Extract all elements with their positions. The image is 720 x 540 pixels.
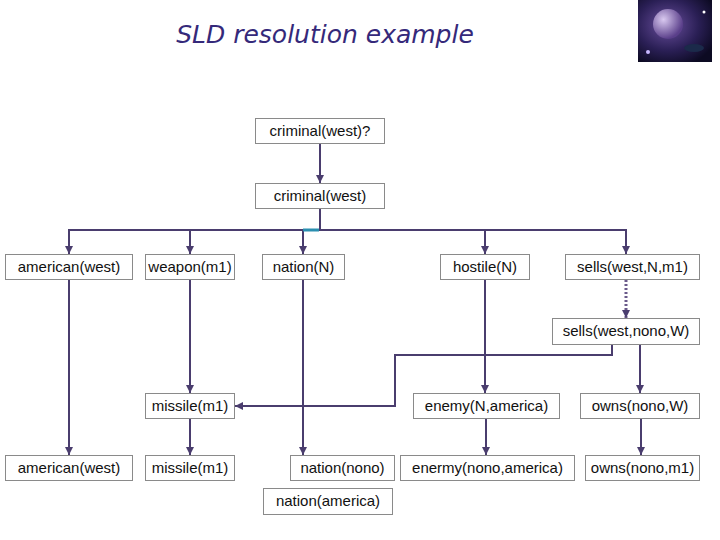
- goal-text: american(west): [18, 460, 121, 477]
- goal-box: enermy(nono,america): [400, 455, 575, 481]
- goal-text: nation(america): [276, 493, 380, 510]
- resolution-link: [485, 419, 487, 455]
- goal-box: owns(nono,m1): [585, 455, 700, 481]
- goal-box: american(west): [5, 254, 133, 280]
- diagram-title: SLD resolution example: [110, 20, 540, 49]
- goal-box: sells(west,N,m1): [565, 254, 700, 280]
- resolution-link: [320, 209, 626, 254]
- goal-text: owns(nono,m1): [591, 460, 694, 477]
- goal-box: criminal(west): [255, 183, 385, 209]
- goal-text: weapon(m1): [148, 259, 231, 276]
- goal-text: enemy(N,america): [425, 398, 548, 415]
- goal-box: missile(m1): [145, 455, 235, 481]
- resolution-link: [640, 419, 642, 455]
- goal-text: enermy(nono,america): [412, 460, 563, 477]
- resolution-link: [302, 280, 304, 455]
- goal-text: owns(nono,W): [592, 398, 689, 415]
- goal-box: enemy(N,america): [413, 393, 560, 419]
- goal-text: sells(west,nono,W): [563, 323, 690, 340]
- goal-box: criminal(west)?: [255, 118, 385, 144]
- goal-text: criminal(west): [274, 188, 367, 205]
- goal-box: nation(america): [263, 488, 393, 515]
- highlight-wire: [303, 229, 319, 232]
- edge-group: [69, 144, 641, 455]
- goal-text: hostile(N): [453, 259, 517, 276]
- resolution-link: [189, 280, 191, 393]
- goal-text: american(west): [18, 259, 121, 276]
- resolution-link: [189, 419, 191, 455]
- goal-box: sells(west,nono,W): [552, 318, 700, 345]
- goal-box: nation(nono): [290, 455, 395, 481]
- goal-text: sells(west,N,m1): [577, 259, 688, 276]
- resolution-link: [484, 280, 486, 393]
- goal-text: criminal(west)?: [270, 123, 371, 140]
- resolution-link: [625, 280, 628, 318]
- goal-text: nation(nono): [300, 460, 384, 477]
- resolution-link: [69, 209, 320, 254]
- resolution-link: [639, 345, 641, 393]
- goal-box: nation(N): [262, 254, 345, 280]
- space-picture: [638, 0, 712, 62]
- planet-symbol: [653, 9, 683, 39]
- ship-symbol: [684, 44, 704, 52]
- goal-box: missile(m1): [145, 393, 235, 419]
- goal-box: owns(nono,W): [580, 393, 700, 419]
- star-symbol: [646, 50, 650, 54]
- goal-box: american(west): [5, 455, 133, 481]
- resolution-link: [190, 209, 320, 254]
- goal-text: missile(m1): [152, 460, 229, 477]
- resolution-link: [320, 209, 485, 254]
- goal-text: missile(m1): [152, 398, 229, 415]
- resolution-link: [303, 209, 320, 254]
- resolution-link: [68, 280, 70, 455]
- goal-text: nation(N): [273, 259, 335, 276]
- resolution-link: [319, 144, 321, 183]
- goal-box: weapon(m1): [145, 254, 235, 280]
- goal-box: hostile(N): [440, 254, 530, 280]
- star-symbol: [703, 11, 706, 14]
